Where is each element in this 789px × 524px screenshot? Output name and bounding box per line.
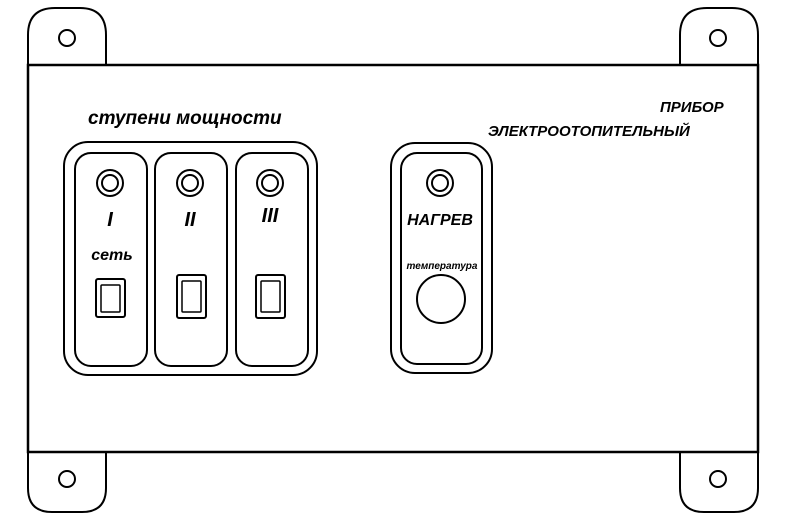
temperature-knob-label: температура <box>407 261 478 272</box>
mounting-hole-icon <box>58 29 76 47</box>
stage-label: II <box>184 209 196 231</box>
indicator-lamp-inner <box>181 174 199 192</box>
heating-outer-frame <box>390 142 493 374</box>
stage-switch-1[interactable] <box>95 278 126 318</box>
stage-switch-3[interactable] <box>255 274 286 319</box>
indicator-lamp-icon <box>426 169 454 197</box>
mounting-ear-bottom-right <box>679 452 759 513</box>
stage-switch-2[interactable] <box>176 274 207 319</box>
panel-body <box>26 63 760 454</box>
heating-group: НАГРЕВ температура <box>390 142 493 374</box>
mounting-hole-icon <box>709 470 727 488</box>
indicator-lamp-inner <box>101 174 119 192</box>
indicator-lamp-inner <box>431 174 449 192</box>
indicator-lamp-inner <box>261 174 279 192</box>
heating-inner-frame <box>400 152 483 365</box>
switch-rocker <box>100 284 121 313</box>
stage-label: I <box>107 209 113 231</box>
indicator-lamp-icon <box>256 169 284 197</box>
mounting-hole-icon <box>58 470 76 488</box>
stage-sublabel: сеть <box>91 247 133 264</box>
stage-frame <box>74 152 148 367</box>
device-title-line2: ЭЛЕКТРООТОПИТЕЛЬНЫЙ <box>488 122 691 140</box>
indicator-lamp-icon <box>96 169 124 197</box>
switch-rocker <box>260 280 281 313</box>
mounting-hole-icon <box>709 29 727 47</box>
mounting-ear-bottom-left <box>27 452 107 513</box>
power-stages-group: I сеть II III <box>63 141 318 376</box>
mounting-ear-top-right <box>679 7 759 65</box>
stage-label: III <box>262 205 279 227</box>
stages-outer-frame <box>63 141 318 376</box>
stage-frame <box>235 152 309 367</box>
section-title: ступени мощности <box>88 108 282 129</box>
stage-2: II <box>154 152 228 367</box>
heating-label: НАГРЕВ <box>407 212 473 229</box>
mounting-ear-top-left <box>27 7 107 65</box>
stage-1: I сеть <box>74 152 148 367</box>
stage-3: III <box>235 152 309 367</box>
stage-frame <box>154 152 228 367</box>
device-title-line1: ПРИБОР <box>660 99 725 116</box>
indicator-lamp-icon <box>176 169 204 197</box>
switch-rocker <box>181 280 202 313</box>
temperature-knob[interactable] <box>416 274 466 324</box>
